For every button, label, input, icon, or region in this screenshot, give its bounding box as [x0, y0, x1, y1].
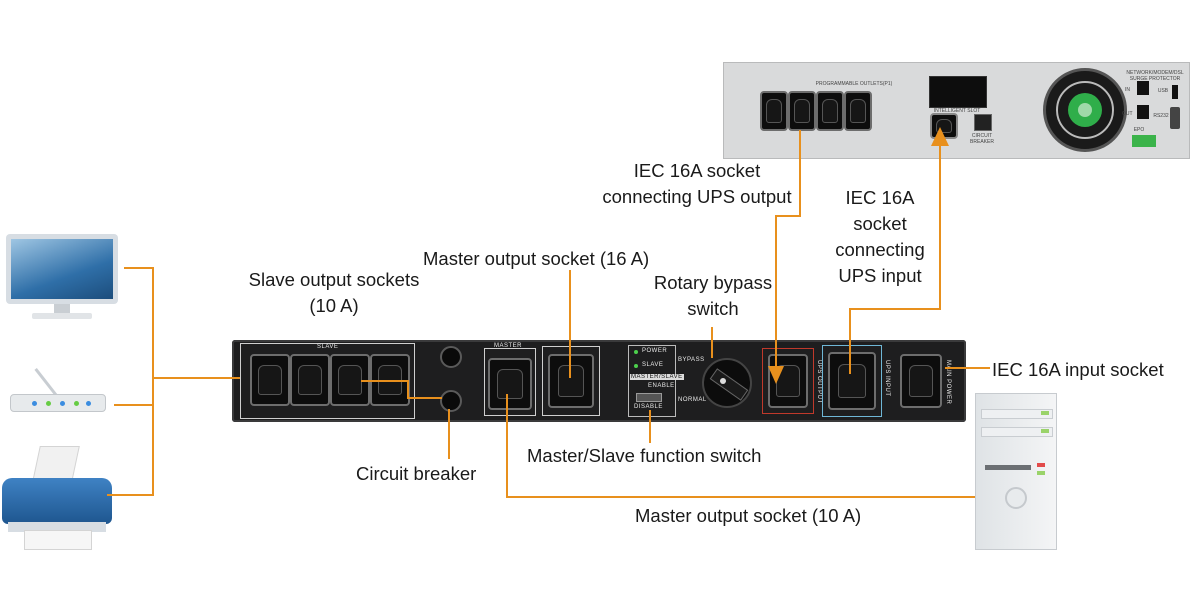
bypass-switch-unit: SLAVE MASTER POWER SLAVE MASTER/SLAVE EN… [232, 340, 966, 422]
iec-input-socket-label: IEC 16A input socket [992, 359, 1164, 380]
ups-rear-panel: PROGRAMMABLE OUTLETS(P1) INTELLIGENT SLO… [723, 62, 1190, 159]
slave-socket-1 [250, 354, 290, 406]
ups-circuit-breaker-label: CIRCUIT BREAKER [970, 133, 994, 145]
ups-circuit-breaker [974, 114, 992, 131]
bypass-label: BYPASS [678, 357, 705, 363]
monitor-icon [6, 234, 118, 320]
ups-input-socket [930, 113, 958, 139]
intelligent-slot [929, 76, 987, 108]
epo-label: EPO [1133, 127, 1145, 133]
ups-output-label: UPS OUTPUT [816, 360, 822, 404]
network-in-port [1137, 81, 1149, 95]
printer-icon [2, 446, 112, 550]
normal-label: NORMAL [678, 397, 707, 403]
rotary-bypass-label: Rotary bypass switch [653, 272, 773, 319]
rs232-port [1170, 107, 1180, 129]
master-slave-label: MASTER/SLAVE [630, 374, 684, 380]
ups-programmable-outlets [760, 91, 872, 131]
programmable-outlets-label: PROGRAMMABLE OUTLETS(P1) [815, 81, 893, 87]
slave-sockets-label: Slave output sockets (10 A) [248, 269, 420, 316]
main-power-inlet [900, 354, 942, 408]
disable-label: DISABLE [634, 404, 663, 410]
ups-outlet-4 [844, 91, 872, 131]
slave-socket-2 [290, 354, 330, 406]
usb-label: USB [1157, 88, 1169, 94]
iec-input-label: IEC 16A socket connecting UPS input [835, 187, 925, 286]
master-socket-10a [488, 358, 532, 410]
power-led-label: POWER [642, 348, 668, 354]
iec-output-label: IEC 16A socket connecting UPS output [602, 160, 792, 207]
slave-led-label: SLAVE [642, 362, 664, 368]
circuit-breaker-label: Circuit breaker [356, 463, 477, 484]
slave-panel-label: SLAVE [317, 344, 339, 350]
circuit-breaker-bottom[interactable] [440, 390, 462, 412]
ups-outlet-2 [788, 91, 816, 131]
port-in-label: IN [1125, 87, 1130, 93]
usb-port [1172, 85, 1178, 99]
ups-outlet-3 [816, 91, 844, 131]
ups-input-label: UPS INPUT [884, 360, 890, 397]
main-power-label: MAIN POWER [945, 360, 951, 405]
slave-socket-3 [330, 354, 370, 406]
port-out-label: OUT [1122, 111, 1133, 117]
ups-outlet-1 [760, 91, 788, 131]
master-panel-label: MASTER [494, 343, 523, 349]
rotary-bypass-switch[interactable] [702, 358, 752, 408]
ups-output-socket [768, 354, 808, 408]
slave-led [634, 364, 638, 368]
master-slave-switch-label: Master/Slave function switch [527, 445, 762, 466]
master-slave-toggle[interactable] [636, 393, 662, 402]
network-protector-label: NETWORK/MODEM/DSL SURGE PROTECTOR [1126, 70, 1184, 82]
enable-label: ENABLE [648, 383, 675, 389]
power-led [634, 350, 638, 354]
circuit-breaker-top[interactable] [440, 346, 462, 368]
fan-icon [1043, 68, 1127, 152]
router-icon [10, 360, 106, 416]
epo-connector [1132, 135, 1156, 147]
network-out-port [1137, 105, 1149, 119]
master-16a-label: Master output socket (16 A) [423, 248, 650, 269]
ups-input-socket-pdu [828, 352, 876, 410]
master-10a-label: Master output socket (10 A) [635, 505, 862, 526]
intelligent-slot-label: INTELLIGENT SLOT [933, 108, 981, 114]
server-tower-icon [975, 393, 1057, 550]
master-socket-16a [548, 354, 594, 408]
slave-socket-4 [370, 354, 410, 406]
rs232-label: RS232 [1153, 113, 1169, 119]
